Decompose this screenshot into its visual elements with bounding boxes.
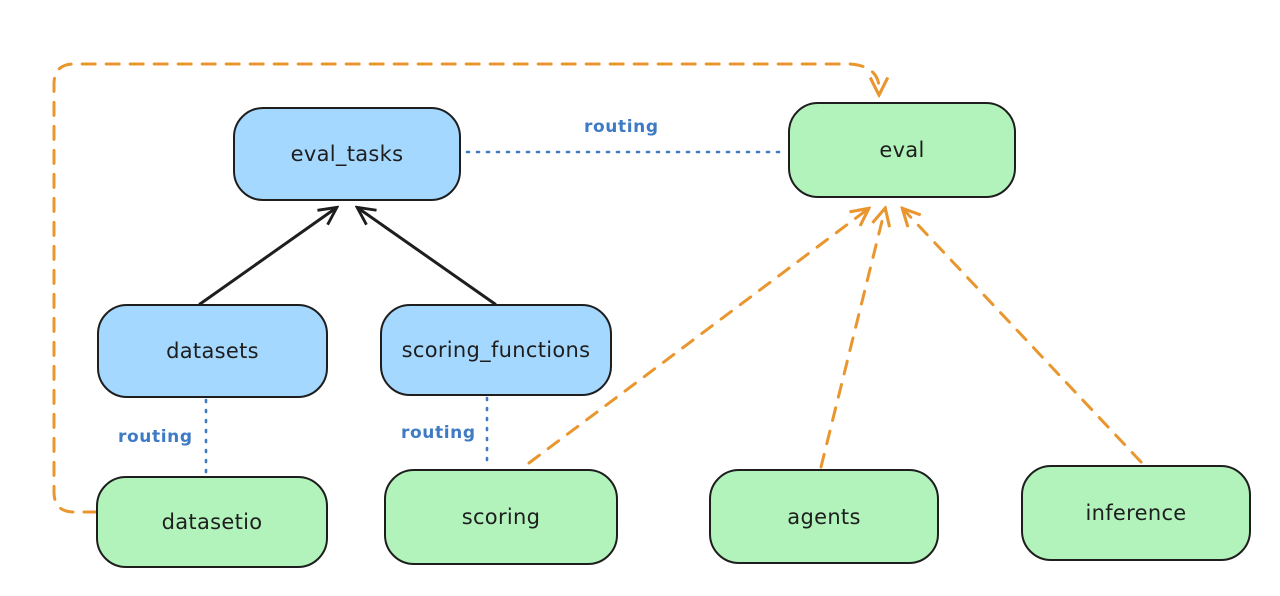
edge-datasetio-to-eval bbox=[52, 62, 879, 514]
routing-label-datasets-datasetio: routing bbox=[118, 427, 193, 447]
node-datasets-label: datasets bbox=[166, 339, 259, 363]
node-agents: agents bbox=[709, 469, 939, 564]
node-scoring: scoring bbox=[384, 469, 618, 565]
node-scoring-functions-label: scoring_functions bbox=[401, 338, 591, 362]
node-eval: eval bbox=[788, 102, 1016, 198]
edge-scoring-functions-to-eval-tasks bbox=[358, 208, 497, 306]
node-inference-label: inference bbox=[1085, 501, 1187, 525]
edge-agents-to-eval bbox=[819, 209, 885, 469]
node-eval-tasks: eval_tasks bbox=[233, 107, 461, 201]
edge-inference-to-eval bbox=[903, 209, 1143, 464]
node-eval-tasks-label: eval_tasks bbox=[290, 142, 404, 166]
edge-datasets-to-eval-tasks bbox=[198, 208, 336, 306]
node-scoring-label: scoring bbox=[461, 505, 541, 529]
routing-label-scoring-functions-scoring: routing bbox=[401, 423, 476, 443]
node-eval-label: eval bbox=[879, 138, 925, 162]
edge-scoring-to-eval bbox=[527, 209, 868, 465]
node-datasetio: datasetio bbox=[96, 476, 328, 568]
node-datasetio-label: datasetio bbox=[161, 510, 263, 534]
node-datasets: datasets bbox=[97, 304, 328, 398]
node-agents-label: agents bbox=[787, 504, 861, 529]
routing-label-eval-tasks-eval: routing bbox=[584, 117, 659, 137]
node-scoring-functions: scoring_functions bbox=[380, 304, 612, 396]
node-inference: inference bbox=[1021, 465, 1251, 561]
